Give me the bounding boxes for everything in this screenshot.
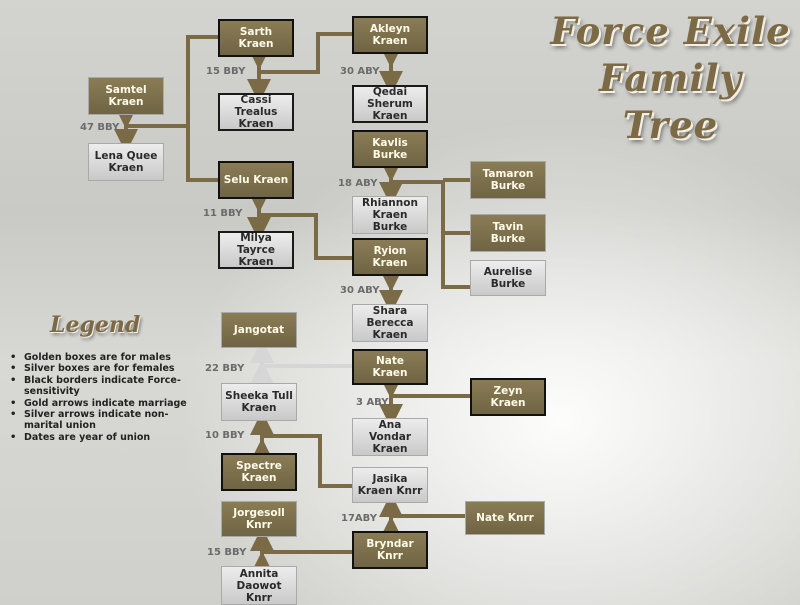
union-date-label: 22 BBY [205, 363, 245, 374]
union-date-label: 30 ABY [340, 66, 380, 77]
union-date-label: 15 BBY [207, 547, 247, 558]
person-box-cassi: Cassi Trealus Kraen [218, 93, 294, 131]
diagram-title: Force Exile Family Tree [548, 8, 793, 149]
union-date-label: 47 BBY [80, 122, 120, 133]
person-box-jangotat: Jangotat [221, 312, 297, 348]
legend-list: Golden boxes are for males Silver boxes … [8, 352, 198, 444]
legend-item: Dates are year of union [8, 432, 198, 444]
person-box-jorgesoll: Jorgesoll Knrr [221, 501, 297, 537]
title-line-1: Force Exile [550, 9, 791, 53]
lineage-connector [262, 434, 352, 488]
person-box-selu: Selu Kraen [218, 161, 294, 199]
legend-item: Silver arrows indicate non-marital union [8, 409, 198, 432]
title-line-2: Family Tree [599, 56, 742, 147]
person-box-shara: Shara Berecca Kraen [352, 304, 428, 342]
person-box-spectre: Spectre Kraen [221, 453, 297, 491]
legend-item: Gold arrows indicate marriage [8, 398, 198, 410]
person-box-aurelise: Aurelise Burke [470, 260, 546, 296]
legend-item: Golden boxes are for males [8, 352, 198, 364]
union-date-label: 3 ABY [356, 397, 389, 408]
person-box-lena: Lena Quee Kraen [88, 143, 164, 181]
person-box-sheeka: Sheeka Tull Kraen [221, 383, 297, 421]
person-box-qedai: Qedai Sherum Kraen [352, 85, 428, 123]
union-date-label: 10 BBY [205, 430, 245, 441]
person-box-ana: Ana Vondar Kraen [352, 418, 428, 456]
person-box-milya: Milya Tayrce Kraen [218, 231, 294, 269]
lineage-connector [259, 32, 352, 74]
union-date-label: 17ABY [341, 513, 377, 524]
person-box-ryion: Ryion Kraen [352, 238, 428, 276]
person-box-bryndar: Bryndar Knrr [352, 531, 428, 569]
person-box-jasika: Jasika Kraen Knrr [352, 467, 428, 503]
lineage-connector [259, 213, 352, 260]
person-box-akleyn: Akleyn Kraen [352, 16, 428, 54]
person-box-sarth: Sarth Kraen [218, 19, 294, 57]
union-date-label: 15 BBY [206, 66, 246, 77]
lineage-connector [186, 126, 218, 182]
union-date-label: 30 ABY [340, 285, 380, 296]
union-date-label: 11 BBY [203, 208, 243, 219]
union-date-label: 18 ABY [338, 178, 378, 189]
legend-item: Black borders indicate Force-sensitivity [8, 375, 198, 398]
person-box-tamaron: Tamaron Burke [470, 161, 546, 199]
legend-item: Silver boxes are for females [8, 363, 198, 375]
person-box-samtel: Samtel Kraen [88, 77, 164, 115]
legend-heading: Legend [50, 312, 141, 338]
person-box-annita: Annita Daowot Knrr [221, 566, 297, 605]
lineage-connector [126, 35, 218, 128]
person-box-zeyn: Zeyn Kraen [470, 378, 546, 416]
person-box-tavin: Tavin Burke [470, 214, 546, 252]
person-box-rhiannon: Rhiannon Kraen Burke [352, 196, 428, 234]
person-box-nate-kraen: Nate Kraen [352, 349, 428, 385]
person-box-kavlis: Kavlis Burke [352, 130, 428, 168]
person-box-nate-knrr: Nate Knrr [465, 501, 545, 535]
